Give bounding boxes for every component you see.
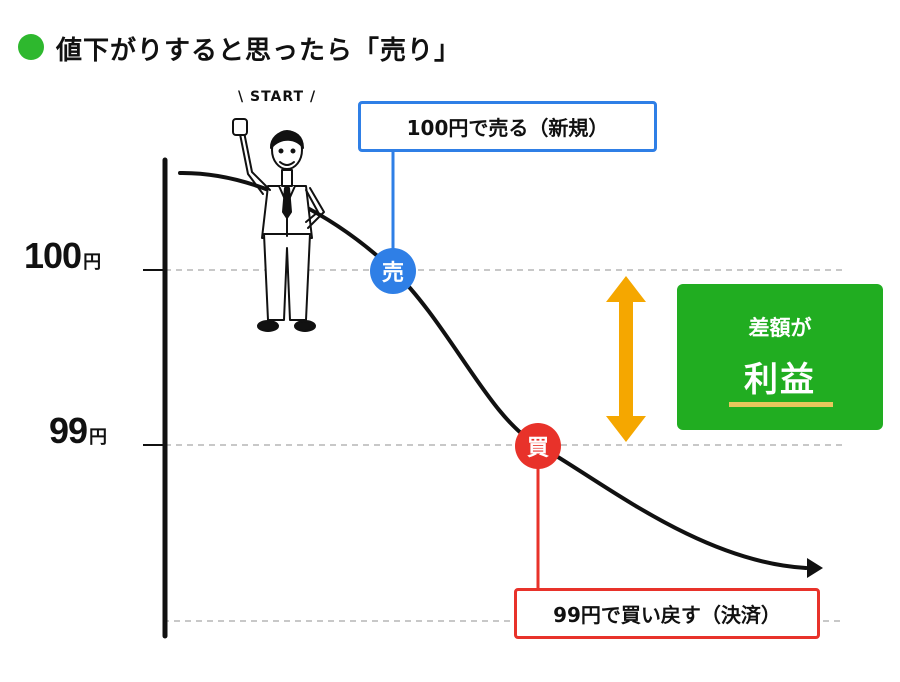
profit-underline [729,402,833,407]
price-unit: 円 [89,427,108,448]
sell-marker: 売 [370,248,416,294]
buy-marker: 買 [515,423,561,469]
sell-callout: 100円で売る（新規） [358,101,657,152]
price-unit: 円 [83,252,102,273]
buy-callout: 99円で買い戻す（決済） [514,588,820,639]
profit-box-caption: 差額が [748,316,812,340]
price-number: 100 [24,235,82,276]
curve-arrowhead-icon [807,558,823,578]
page-title: 値下がりすると思ったら「売り」 [56,36,462,66]
price-number: 99 [49,410,88,451]
start-label: \ START / [238,89,317,105]
title-bullet-icon [18,34,44,60]
difference-arrow-icon [606,276,646,442]
businessman-icon [232,118,325,332]
profit-box: 差額が 利益 [677,284,883,430]
profit-box-heading: 利益 [744,360,816,400]
